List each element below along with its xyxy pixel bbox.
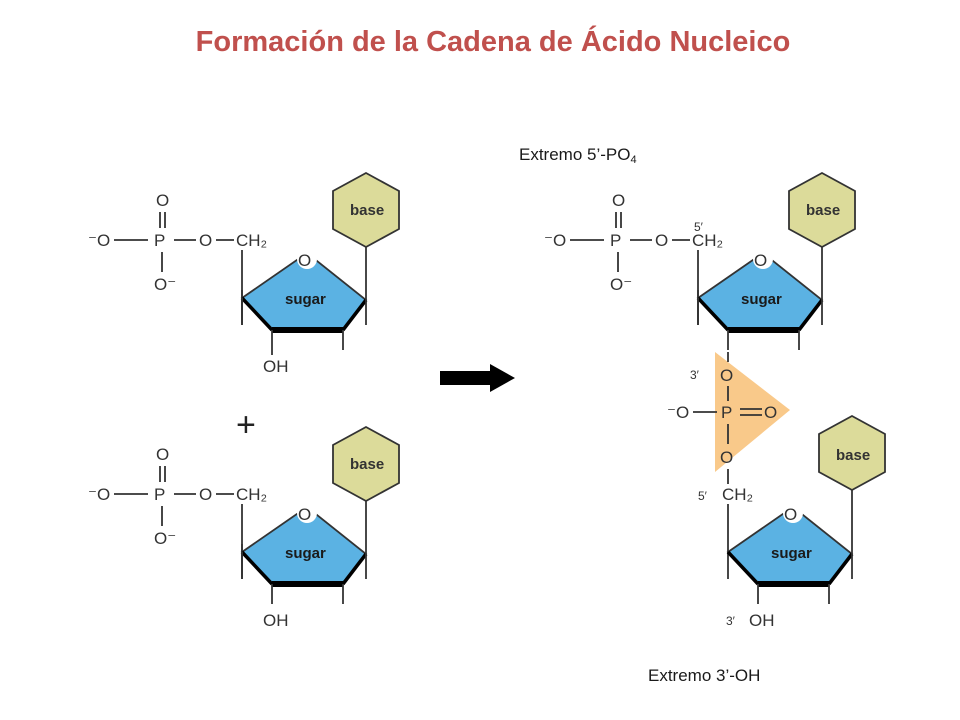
svg-text:P: P — [721, 403, 732, 422]
svg-text:base: base — [836, 447, 870, 464]
three-prime-end-label: Extremo 3’-OH — [648, 666, 761, 685]
svg-text:O: O — [720, 366, 733, 385]
nucleotide-left-top: OH — [88, 173, 399, 376]
svg-text:OH: OH — [263, 611, 289, 630]
nucleotide-right-bottom: 5′ CH₂ O sugar base 3′ OH — [698, 414, 886, 630]
page-title: Formación de la Cadena de Ácido Nucleico — [195, 26, 791, 58]
svg-text:sugar: sugar — [771, 545, 812, 562]
svg-text:3′: 3′ — [690, 368, 700, 382]
plus-sign: + — [236, 406, 256, 444]
five-prime-end-label: Extremo 5’-PO4 — [519, 145, 637, 166]
svg-text:CH₂: CH₂ — [722, 485, 753, 504]
svg-text:OH: OH — [749, 611, 775, 630]
svg-text:OH: OH — [263, 357, 289, 376]
svg-text:5′: 5′ — [694, 220, 704, 234]
svg-text:⁻O: ⁻O — [667, 403, 689, 422]
svg-text:O: O — [784, 505, 797, 524]
svg-text:O: O — [720, 448, 733, 467]
svg-text:O: O — [764, 403, 777, 422]
svg-text:3′: 3′ — [726, 614, 736, 628]
phosphodiester-bond: O 3′ ⁻O P O O — [667, 352, 790, 484]
right-arrow-icon — [440, 364, 515, 392]
svg-text:5′: 5′ — [698, 489, 708, 503]
nucleotide-left-bottom: OH — [88, 427, 399, 630]
nucleotide-right-top: 5′ — [544, 173, 855, 350]
